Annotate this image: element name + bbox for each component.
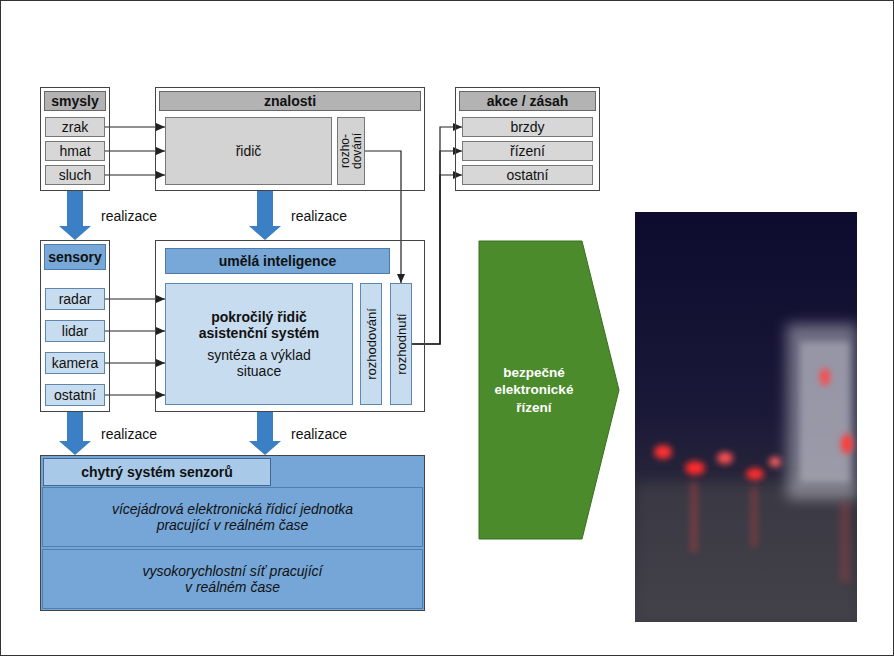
light-reflection [840,502,850,582]
group-header: umělá inteligence [165,248,390,274]
box-label: zrak [62,119,88,135]
tail-light [717,452,733,464]
process-box: řidič [165,117,332,185]
decision-label: rozhodování [365,286,378,402]
input-box: ostatní [462,165,593,185]
road-surface [635,482,857,622]
decision-box: rozhodování [360,283,382,405]
group-header: akce / zásah [459,91,596,111]
input-box: brzdy [462,117,593,137]
truck-body [800,342,850,482]
input-box: hmat [45,141,105,161]
group-title: sensory [48,249,102,265]
system-box: chytrý systém senzorů vícejádrová elektro… [40,455,425,611]
box-body: syntéza a výklad situace [189,347,329,379]
tail-light [746,468,764,480]
edge-label: realizace [99,425,159,443]
light-reflection [690,482,698,552]
realization-arrow [249,412,281,455]
group-title: chytrý systém senzorů [81,464,233,480]
sensor-box: lidar [45,320,105,342]
box-label: řízení [510,143,545,159]
decision-label: rozho- dování [339,120,363,182]
group-title: znalosti [264,93,316,109]
edge-label: realizace [99,207,159,225]
realization-arrow [249,191,281,240]
group-title: umělá inteligence [219,253,336,269]
connector-arrow [105,126,165,127]
group-box: znalosti řidič rozho- dování [155,87,425,191]
group-header: znalosti [159,91,421,111]
group-header: chytrý systém senzorů [43,458,271,486]
box-label: vícejádrová elektronická řídicí jednotka… [88,501,378,533]
process-box: pokročilý řidič asistenční systém syntéza… [165,283,353,405]
group-box: umělá inteligence pokročilý řidič asisten… [155,240,425,412]
photo-ground [635,212,857,622]
decision-label: rozhodnutí [395,286,408,402]
connector-arrow [105,298,165,299]
group-box: akce / zásah brzdy řízení ostatní [455,87,600,191]
box-label: ostatní [54,387,96,403]
tail-light [841,434,853,454]
box-label: radar [59,291,92,307]
tail-light [769,457,781,467]
group-header: sensory [44,244,106,270]
connector-arrow [105,174,165,175]
decision-box: rozho- dování [337,117,365,185]
tail-light [820,368,830,386]
box-label: kamera [52,355,99,371]
input-box: sluch [45,165,105,185]
layer-band: vysokorychlostní síť pracující v reálném… [42,549,423,609]
arrow-fill [479,241,619,539]
sensor-box: kamera [45,352,105,374]
group-title: akce / zásah [487,93,569,109]
layer-band: vícejádrová elektronická řídicí jednotka… [42,487,423,547]
truck-blur [787,324,857,499]
tail-light [685,461,705,475]
connector-arrow [105,330,165,331]
realization-arrow [59,412,91,455]
arrow-text-area: bezpečné elektronické řízení [480,240,588,540]
edge-label: realizace [289,425,349,443]
output-label: bezpečné elektronické řízení [480,364,588,417]
sensor-box: ostatní [45,384,105,406]
connector-arrow [105,394,165,395]
connector-arrow [412,175,462,344]
edge-label: realizace [289,207,349,225]
connector-arrow [105,150,165,151]
box-label: hmat [59,143,90,159]
input-box: zrak [45,117,105,137]
box-label: brzdy [510,119,544,135]
tail-light [654,445,672,459]
input-box: řízení [462,141,593,161]
box-label: řidič [236,143,262,159]
group-title: smysly [51,93,98,109]
box-label: vysokorychlostní síť pracující v reálném… [138,563,328,595]
box-label: sluch [59,167,92,183]
group-box: sensory radar lidar kamera ostatní [40,240,110,412]
decision-box: rozhodnutí [390,283,412,405]
box-label: lidar [62,323,88,339]
box-label: pokročilý řidič asistenční systém [179,309,339,341]
box-label: ostatní [506,167,548,183]
light-reflection [750,487,758,547]
sensor-box: radar [45,288,105,310]
connector-arrow [105,362,165,363]
group-box: smysly zrak hmat sluch [40,87,110,191]
night-road-photo [635,212,857,622]
group-header: smysly [44,91,106,111]
output-arrow: bezpečné elektronické řízení [478,240,620,540]
realization-arrow [59,191,91,240]
